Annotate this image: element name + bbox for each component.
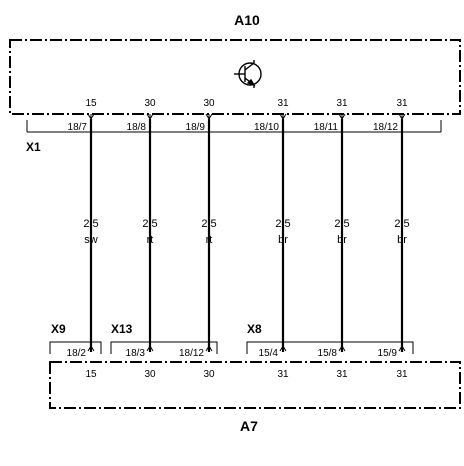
wire-color-label: br (397, 234, 407, 246)
wire-size-label: 2.5 (201, 218, 216, 230)
bottom-terminal-label: 31 (336, 369, 348, 380)
component-a7: A7 (49, 361, 461, 434)
bottom-pin-marker (398, 345, 406, 352)
top-terminal-label: 30 (203, 98, 215, 109)
connector-x1: X1 (26, 120, 442, 154)
bottom-pin-label: 15/4 (259, 348, 279, 359)
bottom-pin-label: 18/12 (179, 348, 204, 359)
connector-x9-bracket (49, 341, 102, 354)
top-terminal-label: 31 (396, 98, 408, 109)
wire-color-label: rt (206, 234, 213, 246)
connector-x9-label: X9 (51, 322, 66, 336)
wires: 15 18/7 2.5 sw 18/2 15 30 18/8 2.5 rt 18/3 30 30 18/9… (67, 98, 410, 380)
wire-size-label: 2.5 (83, 218, 98, 230)
bottom-pin-label: 18/2 (67, 348, 87, 359)
bottom-pin-label: 15/8 (318, 348, 338, 359)
component-a10: A10 (9, 12, 461, 115)
top-pin-marker (338, 113, 346, 120)
bottom-pin-label: 15/9 (378, 348, 398, 359)
connector-x8: X8 (246, 322, 414, 354)
bottom-pin-marker (279, 345, 287, 352)
top-pin-label: 18/12 (373, 122, 398, 133)
component-a10-label: A10 (234, 12, 260, 28)
connector-x8-bracket (246, 341, 414, 354)
component-a7-label: A7 (240, 418, 258, 434)
top-pin-marker (205, 113, 213, 120)
connector-x8-label: X8 (247, 322, 262, 336)
connector-x13: X13 (110, 322, 218, 354)
top-pin-marker (146, 113, 154, 120)
bottom-terminal-label: 31 (277, 369, 289, 380)
top-pin-label: 18/10 (254, 122, 279, 133)
top-pin-marker (398, 113, 406, 120)
bottom-terminal-label: 30 (203, 369, 215, 380)
bottom-pin-marker (146, 345, 154, 352)
top-pin-label: 18/8 (127, 122, 147, 133)
transistor-icon (234, 60, 262, 88)
top-terminal-label: 15 (85, 98, 97, 109)
bottom-pin-marker (87, 345, 95, 352)
wire-color-label: sw (84, 234, 98, 246)
bottom-pin-label: 18/3 (126, 348, 146, 359)
top-pin-marker (279, 113, 287, 120)
top-terminal-label: 31 (277, 98, 289, 109)
wire-color-label: br (337, 234, 347, 246)
wire-color-label: rt (147, 234, 154, 246)
top-terminal-label: 30 (144, 98, 156, 109)
wire-size-label: 2.5 (142, 218, 157, 230)
component-a7-box (49, 361, 461, 409)
top-pin-label: 18/9 (186, 122, 206, 133)
bottom-pin-marker (205, 345, 213, 352)
wire-size-label: 2.5 (275, 218, 290, 230)
bottom-terminal-label: 15 (85, 369, 97, 380)
top-pin-marker (87, 113, 95, 120)
wire-size-label: 2.5 (394, 218, 409, 230)
connector-x13-label: X13 (111, 322, 133, 336)
connector-x1-label: X1 (26, 140, 41, 154)
connector-x9: X9 (49, 322, 102, 354)
top-terminal-label: 31 (336, 98, 348, 109)
bottom-pin-marker (338, 345, 346, 352)
wire-size-label: 2.5 (334, 218, 349, 230)
top-pin-label: 18/11 (314, 122, 339, 133)
bottom-terminal-label: 30 (144, 369, 156, 380)
connector-x13-bracket (110, 341, 218, 354)
top-pin-label: 18/7 (68, 122, 88, 133)
component-a10-box (9, 39, 461, 115)
bottom-terminal-label: 31 (396, 369, 408, 380)
wire-color-label: br (278, 234, 288, 246)
